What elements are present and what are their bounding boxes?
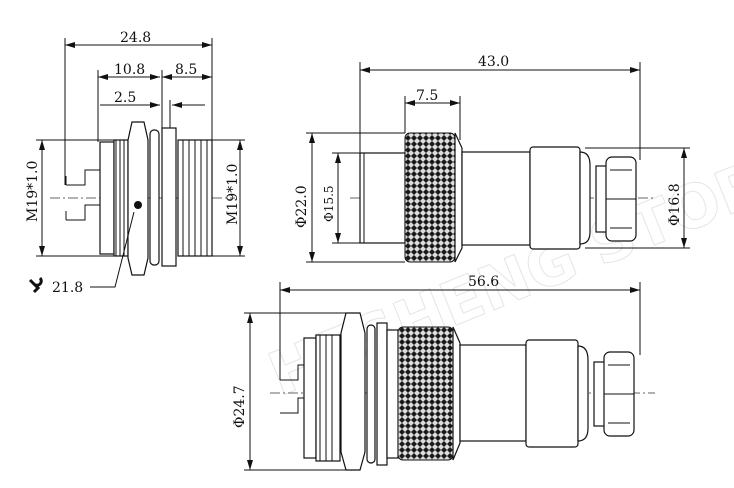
dim-inner-diameter: Φ15.5 — [322, 185, 336, 222]
dim-tail-diameter: Φ16.8 — [667, 183, 683, 226]
dim-segment-small: 2.5 — [114, 90, 136, 106]
assembly-view: 56.6 Φ24.7 — [232, 274, 655, 471]
dim-outer-diameter: Φ22.0 — [294, 185, 310, 228]
dim-plug-length: 43.0 — [478, 54, 509, 70]
cable-plug-view: 43.0 7.5 Φ22.0 Φ15.5 Φ16.8 — [294, 54, 690, 263]
dim-thread-right: M19*1.0 — [225, 164, 241, 225]
dim-knurl-width: 7.5 — [416, 88, 438, 104]
dim-segment-left: 10.8 — [114, 62, 145, 78]
dim-assembly-length: 56.6 — [468, 274, 499, 290]
dim-segment-right: 8.5 — [175, 62, 197, 78]
dim-overall-length: 24.8 — [120, 30, 151, 46]
dim-max-diameter: Φ24.7 — [232, 385, 248, 428]
panel-mount-view: 24.8 10.8 8.5 2.5 M19*1.0 M19*1.0 21.8 — [25, 30, 245, 296]
dim-thread-left: M19*1.0 — [25, 161, 41, 222]
dim-wrench-size: 21.8 — [52, 280, 83, 296]
wrench-icon — [28, 276, 43, 294]
